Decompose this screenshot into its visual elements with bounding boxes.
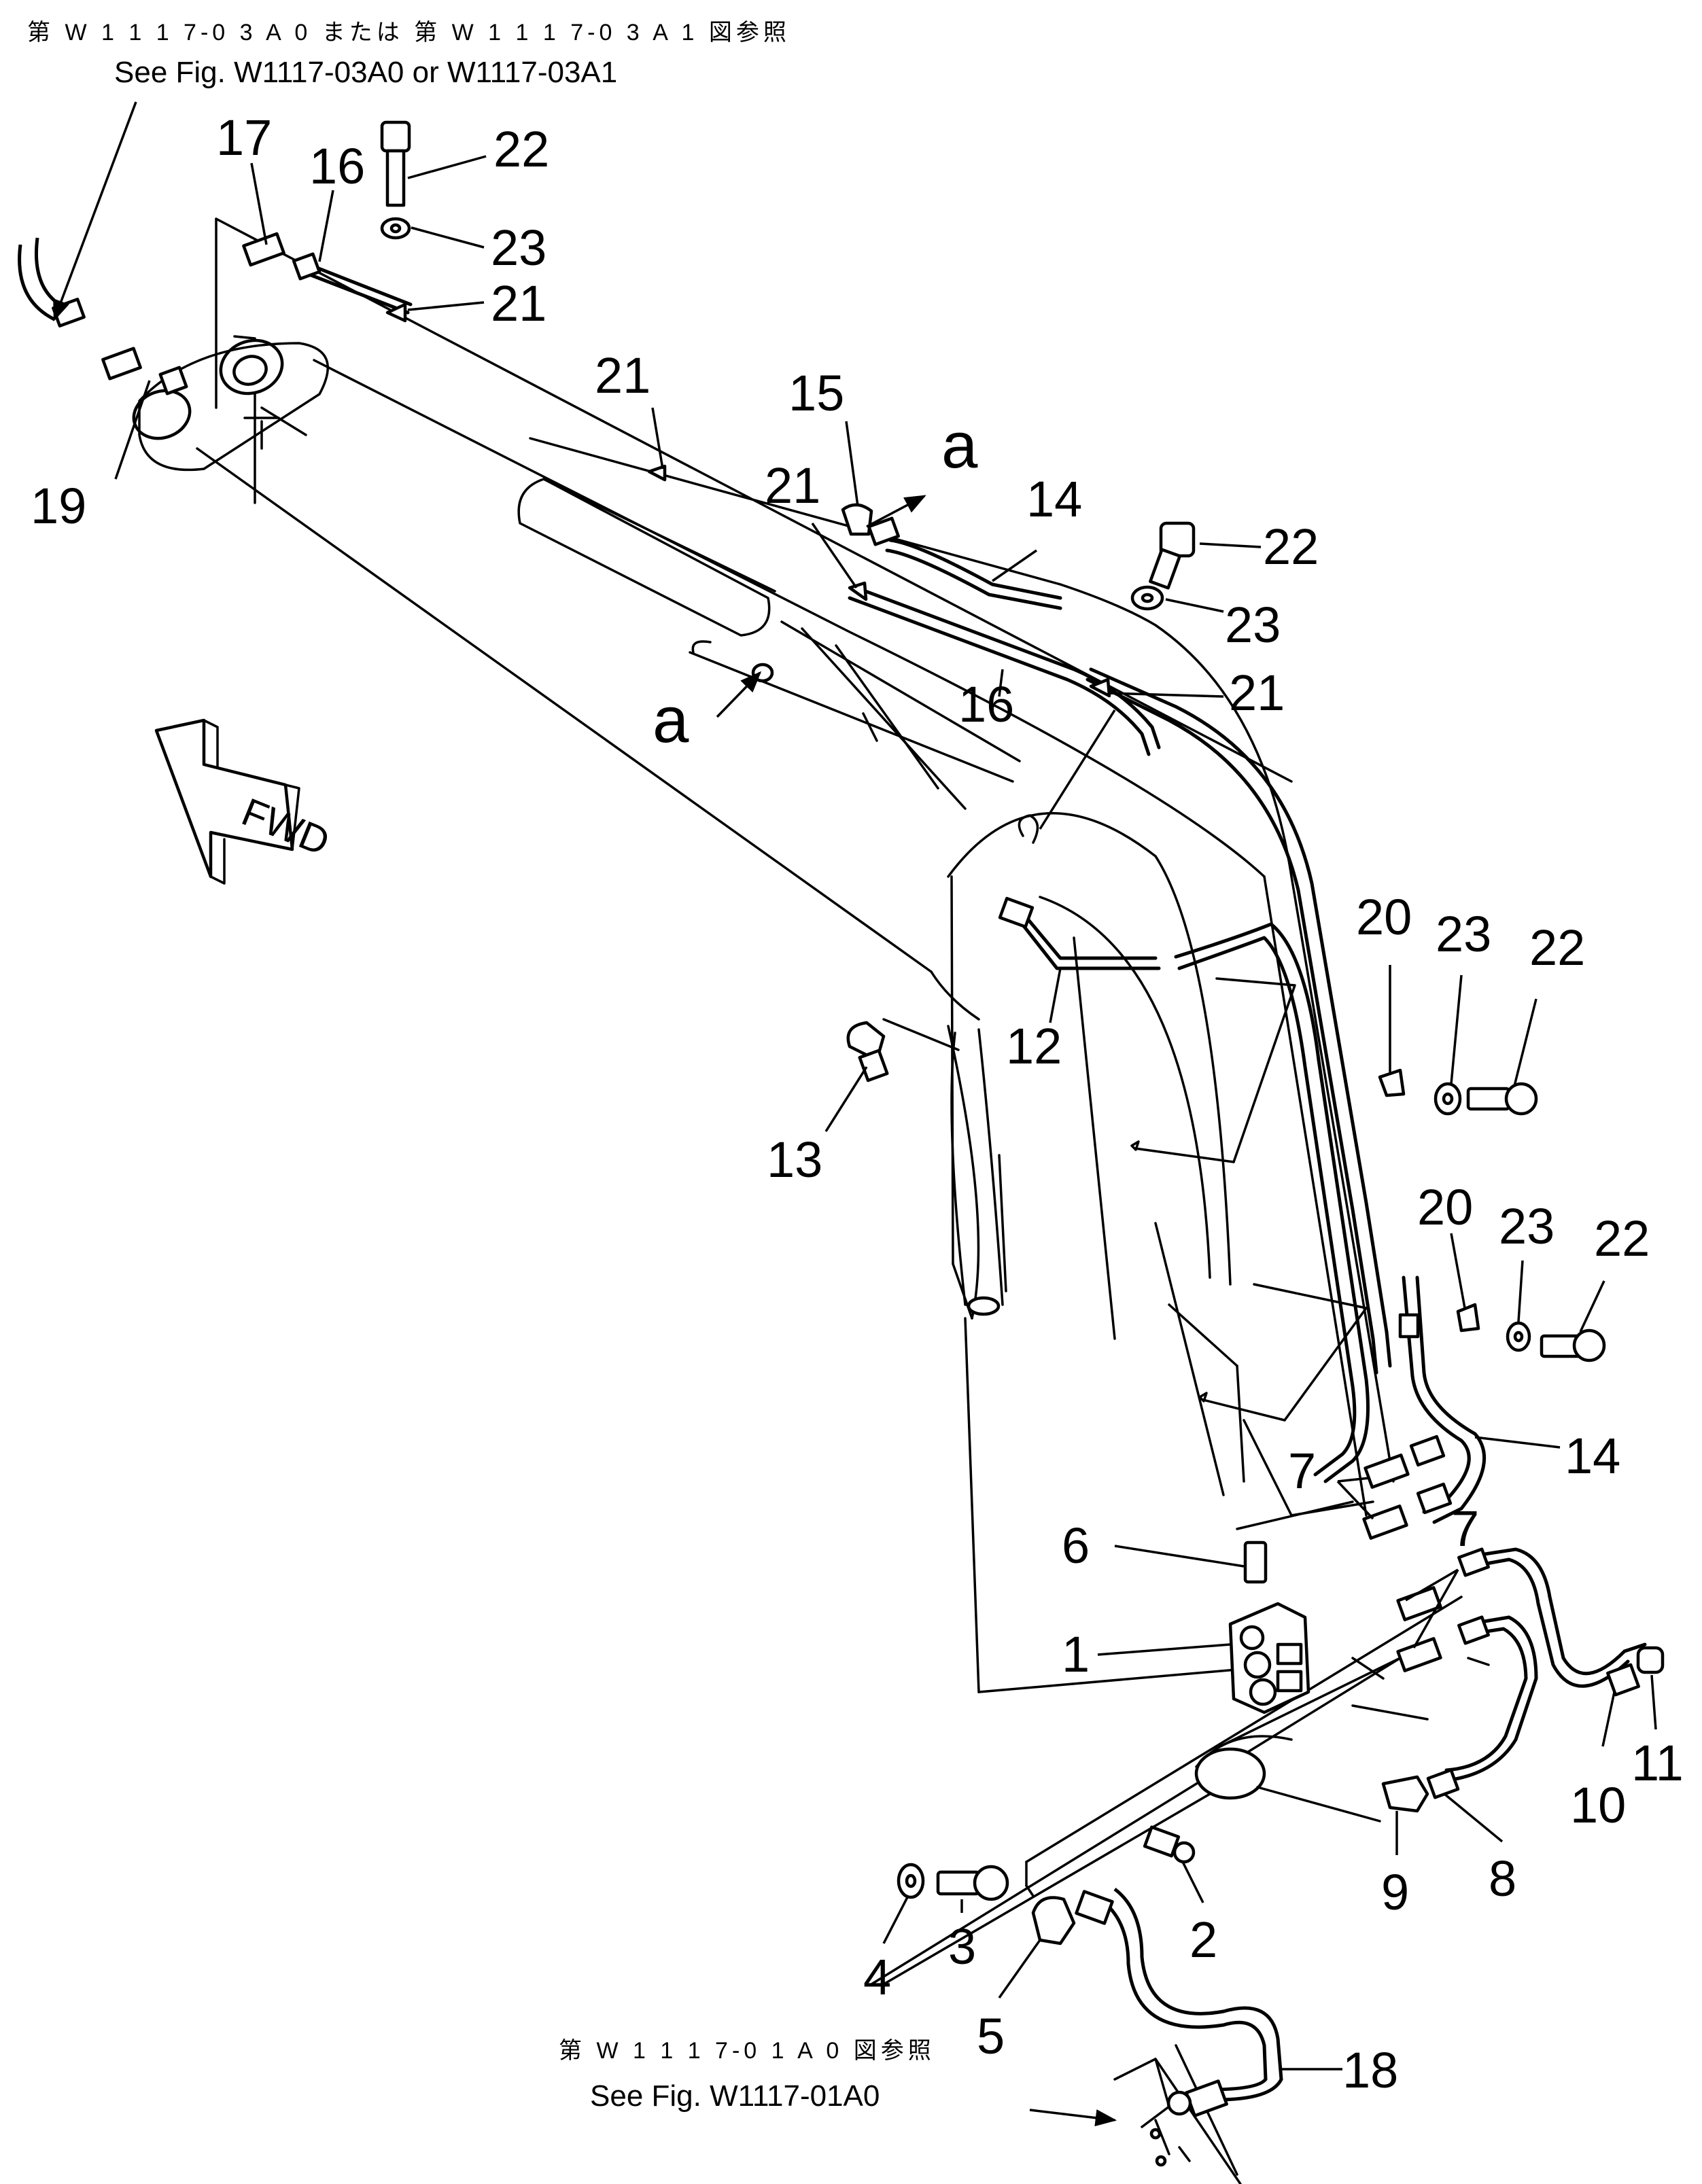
callout-23-top: 23: [491, 219, 546, 276]
part-22-bolt-top: [380, 120, 411, 207]
hoses-pipes: [18, 237, 1647, 2184]
part-17-adapter: [242, 232, 285, 267]
part-7-adapter-4: [1396, 1637, 1442, 1672]
part-20-clamp-upper: [1378, 1068, 1406, 1097]
part-20-clamp-lower: [1456, 1303, 1480, 1333]
reference-arrows: [53, 101, 1117, 2127]
callout-6: 6: [1062, 1517, 1090, 1574]
callout-16-mid: 16: [958, 676, 1014, 733]
callout-15: 15: [788, 365, 844, 421]
callout-22-mid: 22: [1263, 518, 1319, 575]
callout-22-upper-right: 22: [1529, 919, 1585, 976]
callout-numbers: 17 16 22 23 21 19 21 15 21 14 22 23 16 2…: [31, 109, 1684, 2098]
part-21-clamp-4: [1089, 677, 1111, 698]
part-2-fitting: [1143, 1825, 1196, 1864]
section-a-indicators: a a: [653, 409, 978, 756]
part-19-nut: [158, 366, 188, 395]
part-21-hook: [1018, 814, 1039, 844]
callout-2: 2: [1189, 1912, 1217, 1968]
part-12-fitting: [998, 896, 1035, 929]
callout-23-mid: 23: [1225, 597, 1281, 653]
callout-21-top: 21: [491, 275, 546, 332]
part-6-fitting: [1243, 1540, 1268, 1584]
part-22-bolt-mid: [1149, 521, 1196, 590]
base-lines: [870, 1419, 1490, 1986]
reference-bottom-japanese: 第 W 1 1 1 7-0 1 A 0 図参照: [559, 2038, 935, 2064]
callout-5: 5: [977, 2008, 1005, 2064]
part-16-nut: [292, 252, 322, 281]
section-letter-bottom: a: [653, 684, 689, 756]
section-letter-top: a: [941, 409, 978, 482]
components: [52, 120, 1665, 2167]
callout-19: 19: [31, 478, 86, 534]
part-22-bolt-lower-right: [1540, 1328, 1606, 1362]
reference-bottom-english: See Fig. W1117-01A0: [590, 2079, 880, 2113]
part-3-bolt: [936, 1865, 1009, 1901]
callout-21-third: 21: [765, 457, 820, 514]
part-9-elbow: [1381, 1775, 1429, 1813]
callout-7-left: 7: [1288, 1443, 1316, 1499]
callout-1: 1: [1062, 1626, 1090, 1683]
part-7-adapter-1: [1364, 1454, 1410, 1489]
callout-7-right: 7: [1451, 1500, 1479, 1557]
part-22-bolt-upper-right: [1466, 1082, 1538, 1116]
part-5-elbow: [1031, 1896, 1076, 1945]
callout-21-fourth: 21: [1229, 665, 1285, 721]
bucket-cylinder: [517, 478, 1021, 810]
leader-lines: [114, 155, 1657, 2071]
callout-23-lower-right: 23: [1499, 1198, 1555, 1254]
part-8-fitting: [1426, 1768, 1460, 1799]
callout-11: 11: [1631, 1735, 1684, 1791]
reference-top-english: See Fig. W1117-03A0 or W1117-03A1: [114, 56, 618, 89]
callout-14-lower: 14: [1565, 1428, 1620, 1484]
callout-20-lower: 20: [1417, 1179, 1473, 1235]
callout-22-top: 22: [493, 121, 549, 177]
callout-20-upper: 20: [1356, 889, 1412, 945]
part-7-adapter-2: [1362, 1504, 1408, 1540]
part-21-clamp-2: [647, 464, 667, 482]
fwd-direction-arrow: FWD: [154, 718, 336, 885]
callout-21-second: 21: [595, 347, 650, 404]
boom-cylinder: [882, 1018, 1004, 1316]
callout-3: 3: [948, 1918, 976, 1975]
part-21-clamp-3: [848, 581, 868, 601]
callout-23-upper-right: 23: [1436, 906, 1491, 962]
callout-17: 17: [216, 109, 272, 166]
callout-12: 12: [1006, 1018, 1062, 1074]
reference-top-japanese: 第 W 1 1 1 7-0 3 A 0 または 第 W 1 1 1 7-0 3 …: [27, 20, 791, 46]
callout-9: 9: [1381, 1864, 1409, 1920]
boom-outline: [947, 624, 1395, 1693]
callout-16-top: 16: [309, 138, 365, 194]
part-11-fitting: [1636, 1646, 1665, 1674]
callout-13: 13: [767, 1131, 822, 1188]
part-1-valve-block: [1228, 1602, 1310, 1714]
part-19-adapter: [101, 347, 142, 381]
callout-18: 18: [1342, 2042, 1398, 2098]
callout-22-lower-right: 22: [1594, 1210, 1650, 1267]
callout-10: 10: [1570, 1777, 1626, 1833]
part-21-clamp-1: [385, 302, 407, 323]
callout-14-top: 14: [1026, 471, 1082, 527]
part-15-elbow: [841, 503, 873, 536]
part-18-end-fitting: [1185, 2079, 1228, 2117]
part-10-fitting: [1606, 1663, 1640, 1697]
callout-8: 8: [1489, 1850, 1516, 1907]
callout-4: 4: [863, 1949, 891, 2005]
